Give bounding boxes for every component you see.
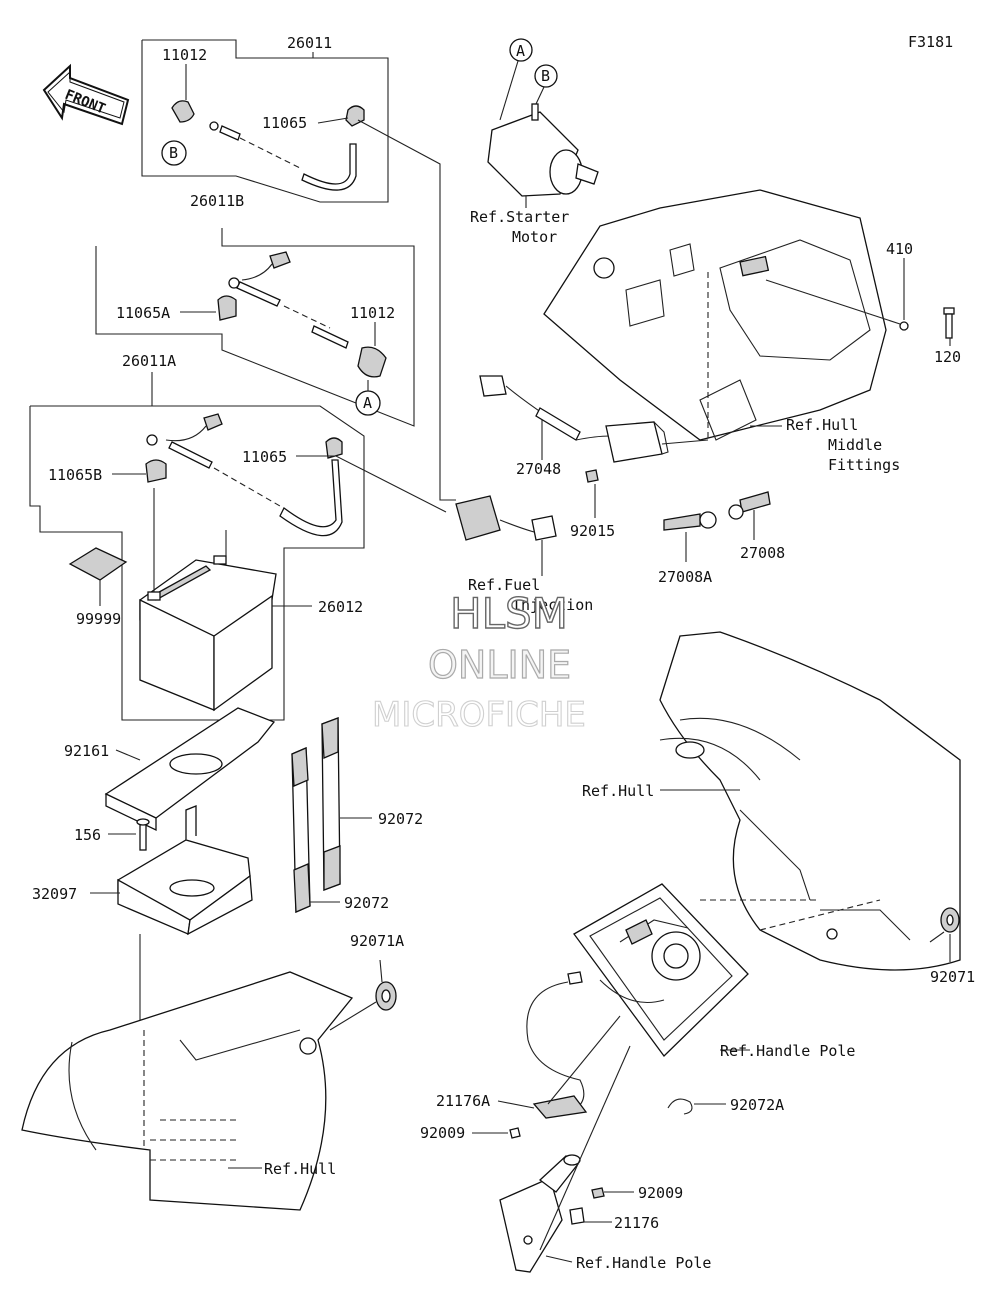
battery-26012	[139, 488, 312, 712]
label-ref-fuel-2: Injection	[512, 596, 593, 614]
label-ref-hull-mid-1: Ref.Hull	[786, 416, 858, 434]
hull-bottom-left	[21, 971, 354, 1211]
label-21176A: 21176A	[436, 1092, 490, 1110]
label-11065B: 11065B	[48, 466, 102, 484]
label-26011B: 26011B	[190, 192, 244, 210]
strap-92072-left	[291, 747, 311, 913]
label-32097: 32097	[32, 885, 77, 903]
label-27048: 27048	[516, 460, 561, 478]
clip-92072A	[667, 1098, 726, 1115]
label-ref-hull-bottom: Ref.Hull	[264, 1160, 336, 1178]
label-156: 156	[74, 826, 101, 844]
strap-92072-right	[321, 717, 341, 891]
harness-27048	[479, 375, 709, 463]
watermark-line2: ONLINE	[428, 643, 571, 687]
callout-A-top: A	[516, 42, 525, 60]
callout-B-left: B	[169, 144, 178, 162]
label-92009-b: 92009	[638, 1184, 683, 1202]
label-92071: 92071	[930, 968, 975, 986]
label-ref-handle-pole-2: Ref.Handle Pole	[576, 1254, 711, 1272]
handle-pole-lower	[499, 1045, 634, 1273]
label-ref-fuel-1: Ref.Fuel	[468, 576, 540, 594]
label-99999: 99999	[76, 610, 121, 628]
relay-fuel-injection	[455, 495, 557, 576]
label-120: 120	[934, 348, 961, 366]
key-27008	[728, 491, 771, 540]
label-ref-hull-right: Ref.Hull	[582, 782, 654, 800]
washer-410	[899, 258, 909, 331]
pouch-99999	[68, 547, 128, 606]
label-ref-hull-mid-2: Middle	[828, 436, 882, 454]
label-92161: 92161	[64, 742, 109, 760]
label-26012: 26012	[318, 598, 363, 616]
label-26011: 26011	[287, 34, 332, 52]
watermark-line1: HLSM	[450, 589, 568, 638]
label-11065-mid: 11065	[242, 448, 287, 466]
label-92009-a: 92009	[420, 1124, 465, 1142]
label-ref-starter-2: Motor	[512, 228, 557, 246]
label-92072-b: 92072	[344, 894, 389, 912]
watermark: HLSM ONLINE MICROFICHE	[371, 588, 586, 735]
figure-code: F3181	[908, 33, 953, 51]
group-26011	[141, 39, 389, 203]
label-11012-top: 11012	[162, 46, 207, 64]
clip-92015	[585, 469, 599, 518]
hull-right	[659, 631, 961, 971]
label-92072A: 92072A	[730, 1096, 784, 1114]
label-11012-mid: 11012	[350, 304, 395, 322]
label-92015: 92015	[570, 522, 615, 540]
callout-A-mid: A	[363, 394, 372, 412]
handle-pole-plate	[573, 883, 820, 1057]
label-410: 410	[886, 240, 913, 258]
sensor-wire-21176A	[472, 971, 621, 1139]
label-ref-hull-mid-3: Fittings	[828, 456, 900, 474]
box-32097	[90, 805, 253, 1020]
key-27008A	[663, 511, 717, 562]
label-ref-starter-1: Ref.Starter	[470, 208, 569, 226]
watermark-line3: MICROFICHE	[372, 695, 586, 735]
front-arrow-icon: FRONT	[42, 63, 130, 126]
label-ref-handle-pole-1: Ref.Handle Pole	[720, 1042, 855, 1060]
label-92072-a: 92072	[378, 810, 423, 828]
label-11065-top: 11065	[262, 114, 307, 132]
grommet-92071A	[329, 959, 397, 1031]
label-27008: 27008	[740, 544, 785, 562]
label-27008A: 27008A	[658, 568, 712, 586]
label-26011A: 26011A	[122, 352, 176, 370]
label-21176: 21176	[614, 1214, 659, 1232]
starter-motor	[487, 38, 599, 208]
screw-120	[943, 307, 955, 346]
callout-B-top: B	[541, 67, 550, 85]
group-26011A	[29, 372, 365, 721]
group-26011B	[95, 228, 415, 427]
grommet-92071	[929, 907, 960, 962]
label-92071A: 92071A	[350, 932, 404, 950]
hull-middle-fittings	[543, 189, 901, 441]
label-11065A: 11065A	[116, 304, 170, 322]
